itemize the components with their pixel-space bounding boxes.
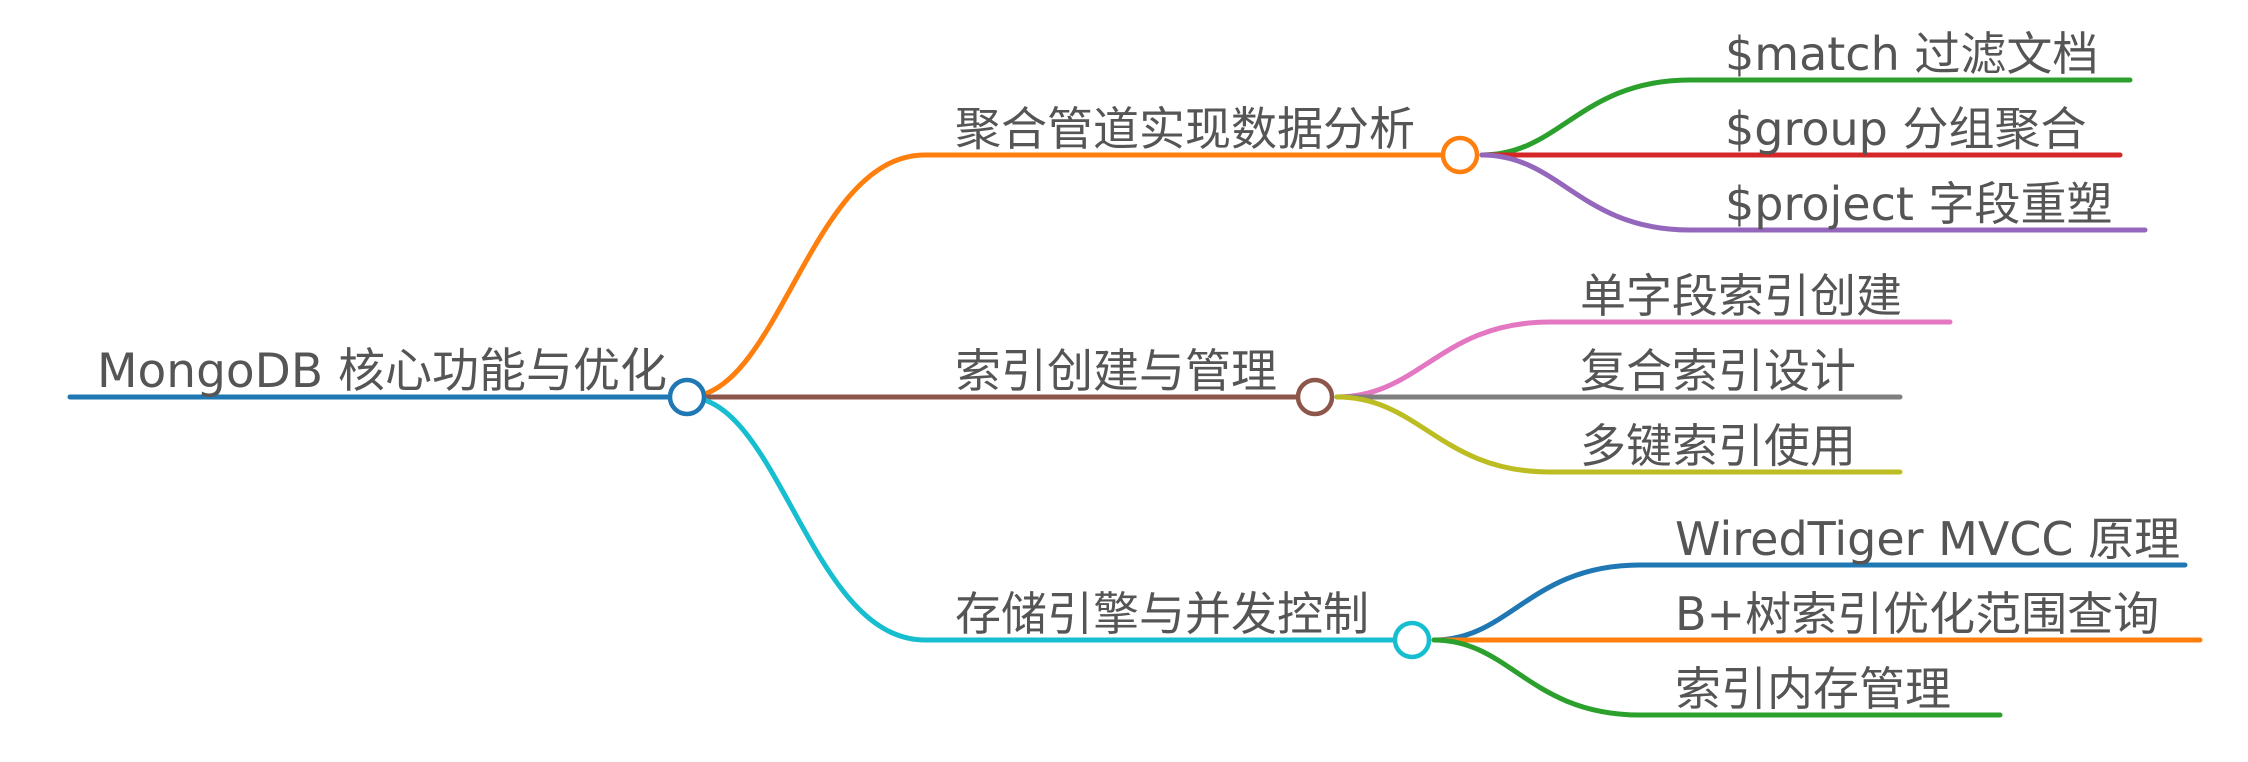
leaf-label-match: $match 过滤文档 xyxy=(1725,27,2098,81)
leaf-label-group: $group 分组聚合 xyxy=(1725,102,2087,156)
connector-storage-to-wiredtiger xyxy=(1431,562,2188,643)
connector-root-to-branch-aggregation xyxy=(684,152,1463,400)
branch-node-circle-storage[interactable] xyxy=(1392,620,1432,660)
branch-label-storage: 存储引擎与并发控制 xyxy=(955,587,1369,641)
connector-aggregation-to-match xyxy=(1479,77,2133,158)
leaf-label-bplus-tree: B+树索引优化范围查询 xyxy=(1675,587,2159,641)
leaf-label-compound-index: 复合索引设计 xyxy=(1580,344,1856,398)
root-topic-label: MongoDB 核心功能与优化 xyxy=(97,344,667,399)
connector-storage-to-memory xyxy=(1431,637,2003,718)
leaf-label-wiredtiger-mvcc: WiredTiger MVCC 原理 xyxy=(1675,512,2180,566)
branch-label-aggregation: 聚合管道实现数据分析 xyxy=(955,102,1415,156)
connector-index-to-single-field xyxy=(1334,319,1953,400)
connector-aggregation-to-project xyxy=(1479,152,2148,233)
leaf-label-index-memory: 索引内存管理 xyxy=(1675,662,1951,716)
root-node-circle[interactable] xyxy=(667,377,707,417)
leaf-label-project: $project 字段重塑 xyxy=(1725,177,2113,231)
leaf-label-multikey-index: 多键索引使用 xyxy=(1580,419,1856,473)
connector-root-to-branch-storage xyxy=(684,394,1415,643)
leaf-label-single-field-index: 单字段索引创建 xyxy=(1580,269,1902,323)
branch-node-circle-index[interactable] xyxy=(1295,377,1335,417)
connector-index-to-multikey xyxy=(1334,394,1903,475)
branch-node-circle-aggregation[interactable] xyxy=(1440,135,1480,175)
branch-label-index: 索引创建与管理 xyxy=(955,344,1277,398)
